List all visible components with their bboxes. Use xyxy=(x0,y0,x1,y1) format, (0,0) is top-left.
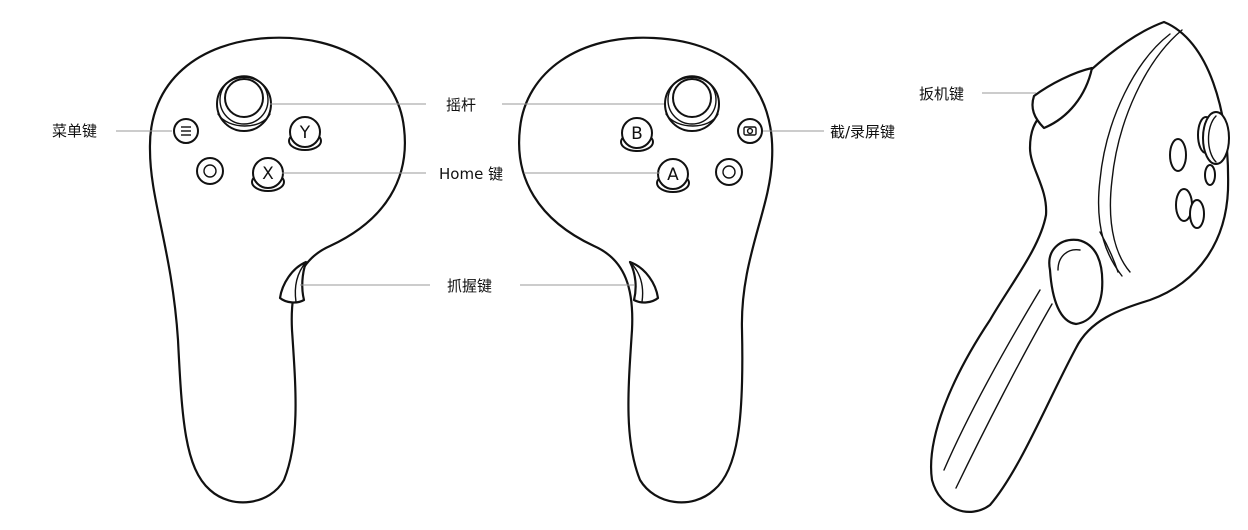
side-controller xyxy=(930,20,1230,513)
home-icon xyxy=(722,165,736,179)
y-button-label: Y xyxy=(299,123,311,143)
left-controller: Y X xyxy=(148,36,406,504)
right-home-button xyxy=(715,158,743,186)
b-button-label: B xyxy=(631,124,643,144)
joystick-label: 摇杆 xyxy=(446,96,476,114)
right-b-button xyxy=(621,117,653,149)
right-a-button xyxy=(657,158,689,190)
left-joystick-cap xyxy=(224,78,264,118)
side-button-upper xyxy=(1169,138,1187,172)
right-joystick-cap xyxy=(672,78,712,118)
trigger-button-label: 扳机键 xyxy=(919,85,964,103)
grip-button-label: 抓握键 xyxy=(447,277,492,295)
right-controller-body xyxy=(518,36,774,504)
menu-button-label: 菜单键 xyxy=(52,122,97,140)
side-button-mid xyxy=(1204,164,1216,186)
left-y-button xyxy=(289,116,321,148)
side-joystick-cap xyxy=(1202,111,1230,165)
side-grip-button xyxy=(1048,238,1104,326)
home-button-label: Home 键 xyxy=(439,165,503,183)
side-button-bottom xyxy=(1189,199,1205,229)
camera-icon xyxy=(743,126,757,136)
a-button-label: A xyxy=(667,165,679,185)
capture-button-label: 截/录屏键 xyxy=(830,123,895,141)
left-joystick-ring xyxy=(219,75,269,125)
right-joystick-ring xyxy=(667,75,717,125)
home-icon xyxy=(203,164,217,178)
x-button-label: X xyxy=(262,164,274,184)
right-controller: B A xyxy=(518,36,774,504)
left-controller-body xyxy=(148,36,406,504)
menu-icon xyxy=(181,126,191,136)
left-home-button xyxy=(196,157,224,185)
right-capture-button xyxy=(737,118,763,144)
leader-lines xyxy=(116,92,1036,286)
trigger-button xyxy=(1031,66,1094,130)
